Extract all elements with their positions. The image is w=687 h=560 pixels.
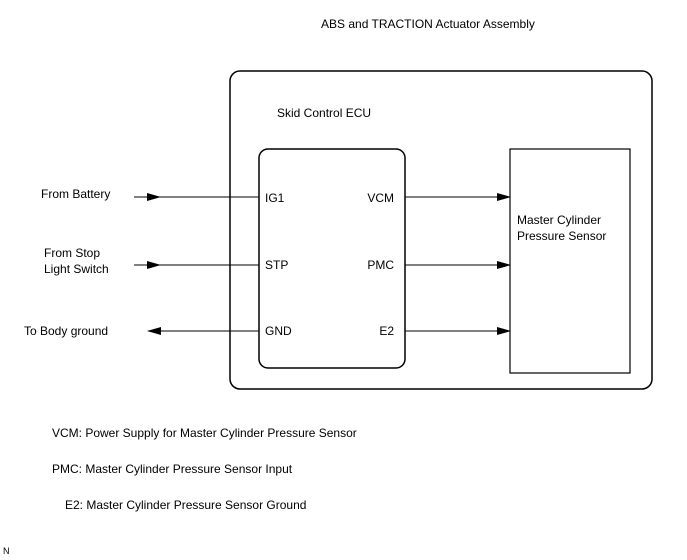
to-body-ground-label: To Body ground (24, 324, 109, 338)
from-battery-label: From Battery (41, 187, 111, 201)
pin-ig1-label: IG1 (265, 191, 285, 205)
legend-e2: E2: Master Cylinder Pressure Sensor Grou… (65, 498, 307, 512)
pin-gnd-label: GND (265, 324, 292, 338)
corner-mark: N (3, 546, 10, 556)
sensor-label-line-2: Pressure Sensor (517, 229, 607, 243)
from-stop-label-line-2: Light Switch (44, 262, 109, 276)
from-stop-label-line-1: From Stop (44, 246, 101, 260)
sensor-label-line-1: Master Cylinder (517, 213, 602, 227)
assembly-title: ABS and TRACTION Actuator Assembly (321, 17, 535, 31)
pin-pmc-label: PMC (367, 258, 394, 272)
pin-stp-label: STP (265, 258, 289, 272)
pin-e2-label: E2 (379, 324, 394, 338)
pressure-sensor-box (509, 148, 631, 374)
ecu-title: Skid Control ECU (277, 106, 372, 120)
actuator-assembly-box (229, 70, 653, 390)
pin-vcm-label: VCM (367, 191, 394, 205)
skid-control-ecu-box (258, 148, 406, 369)
legend-pmc: PMC: Master Cylinder Pressure Sensor Inp… (52, 462, 293, 476)
legend-vcm: VCM: Power Supply for Master Cylinder Pr… (52, 426, 357, 440)
